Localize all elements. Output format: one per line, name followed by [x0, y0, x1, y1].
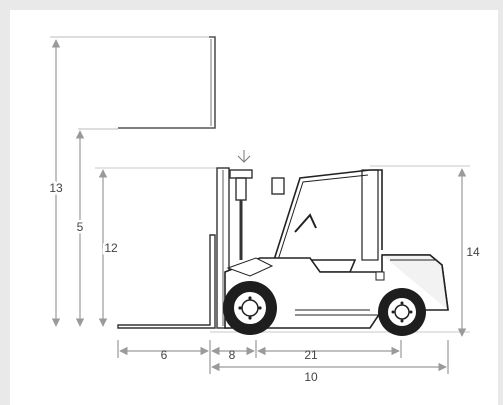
horizontal-dimension-arrows [117, 340, 449, 374]
dim-8-label: 8 [229, 348, 236, 362]
dim-13-label: 13 [49, 181, 63, 195]
diagram-canvas: 13 5 12 14 6 8 21 10 [10, 10, 498, 405]
dim-6-label: 6 [161, 348, 168, 362]
front-wheel [223, 281, 277, 335]
dim-14-label: 14 [466, 245, 480, 259]
rear-wheel [378, 288, 426, 336]
dim-5-label: 5 [77, 220, 84, 234]
dim-10-label: 10 [304, 370, 318, 384]
dim-21-label: 21 [304, 348, 318, 362]
vertical-dimension-arrows [51, 39, 467, 337]
raised-fork [50, 36, 216, 130]
forklift-dimension-diagram: 13 5 12 14 6 8 21 10 [47, 36, 482, 384]
dim-12-label: 12 [104, 241, 118, 255]
